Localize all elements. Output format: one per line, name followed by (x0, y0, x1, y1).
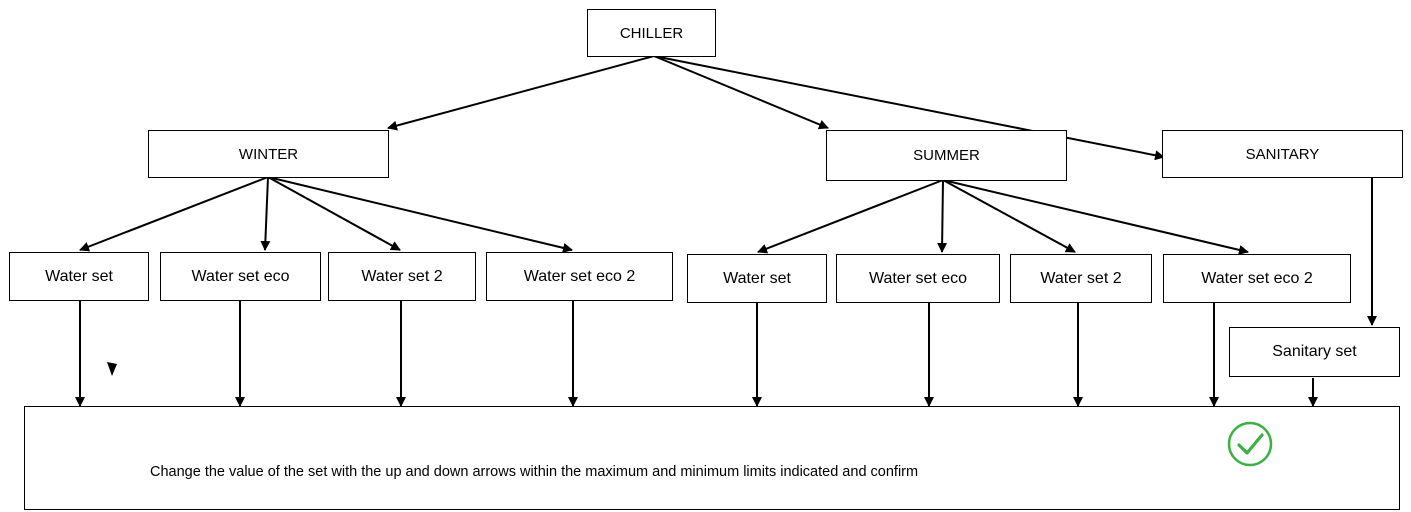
arrow-winter-water-set (79, 176, 269, 252)
summer-water-set-box: Water set (687, 254, 827, 303)
arrow-chiller-sanitary (653, 55, 1165, 161)
arrow-chiller-winter (387, 55, 655, 131)
winter-water-set-2-box: Water set 2 (328, 252, 476, 301)
winter-water-set-box: Water set (9, 252, 149, 301)
arrow-summer-water-set-2 (942, 179, 1076, 253)
arrow-winter-water-set-eco-2 (267, 176, 573, 253)
instruction-box (24, 406, 1400, 510)
sanitary-box: SANITARY (1162, 130, 1403, 178)
summer-water-set-eco-box: Water set eco (836, 254, 1000, 303)
arrow-summer-water-set (757, 179, 944, 254)
winter-water-set-eco-box: Water set eco (160, 252, 321, 301)
arrow-chiller-summer (653, 55, 829, 130)
arrow-summer-water-set-eco-2 (942, 179, 1249, 255)
summer-water-set-eco-2-box: Water set eco 2 (1163, 254, 1351, 303)
sanitary-set-box: Sanitary set (1229, 327, 1400, 377)
arrow-summer-water-set-eco (937, 179, 948, 253)
arrow-winter-water-set-eco (260, 176, 271, 251)
summer-water-set-2-box: Water set 2 (1010, 254, 1152, 303)
check-circle-icon (1227, 421, 1273, 467)
summer-box: SUMMER (826, 130, 1067, 181)
winter-water-set-eco-2-box: Water set eco 2 (486, 252, 673, 301)
winter-box: WINTER (148, 130, 389, 178)
stray-arrowhead (107, 362, 117, 376)
chiller-box: CHILLER (587, 9, 716, 57)
instruction-text: Change the value of the set with the up … (150, 464, 919, 480)
arrow-winter-water-set-2 (267, 176, 401, 251)
